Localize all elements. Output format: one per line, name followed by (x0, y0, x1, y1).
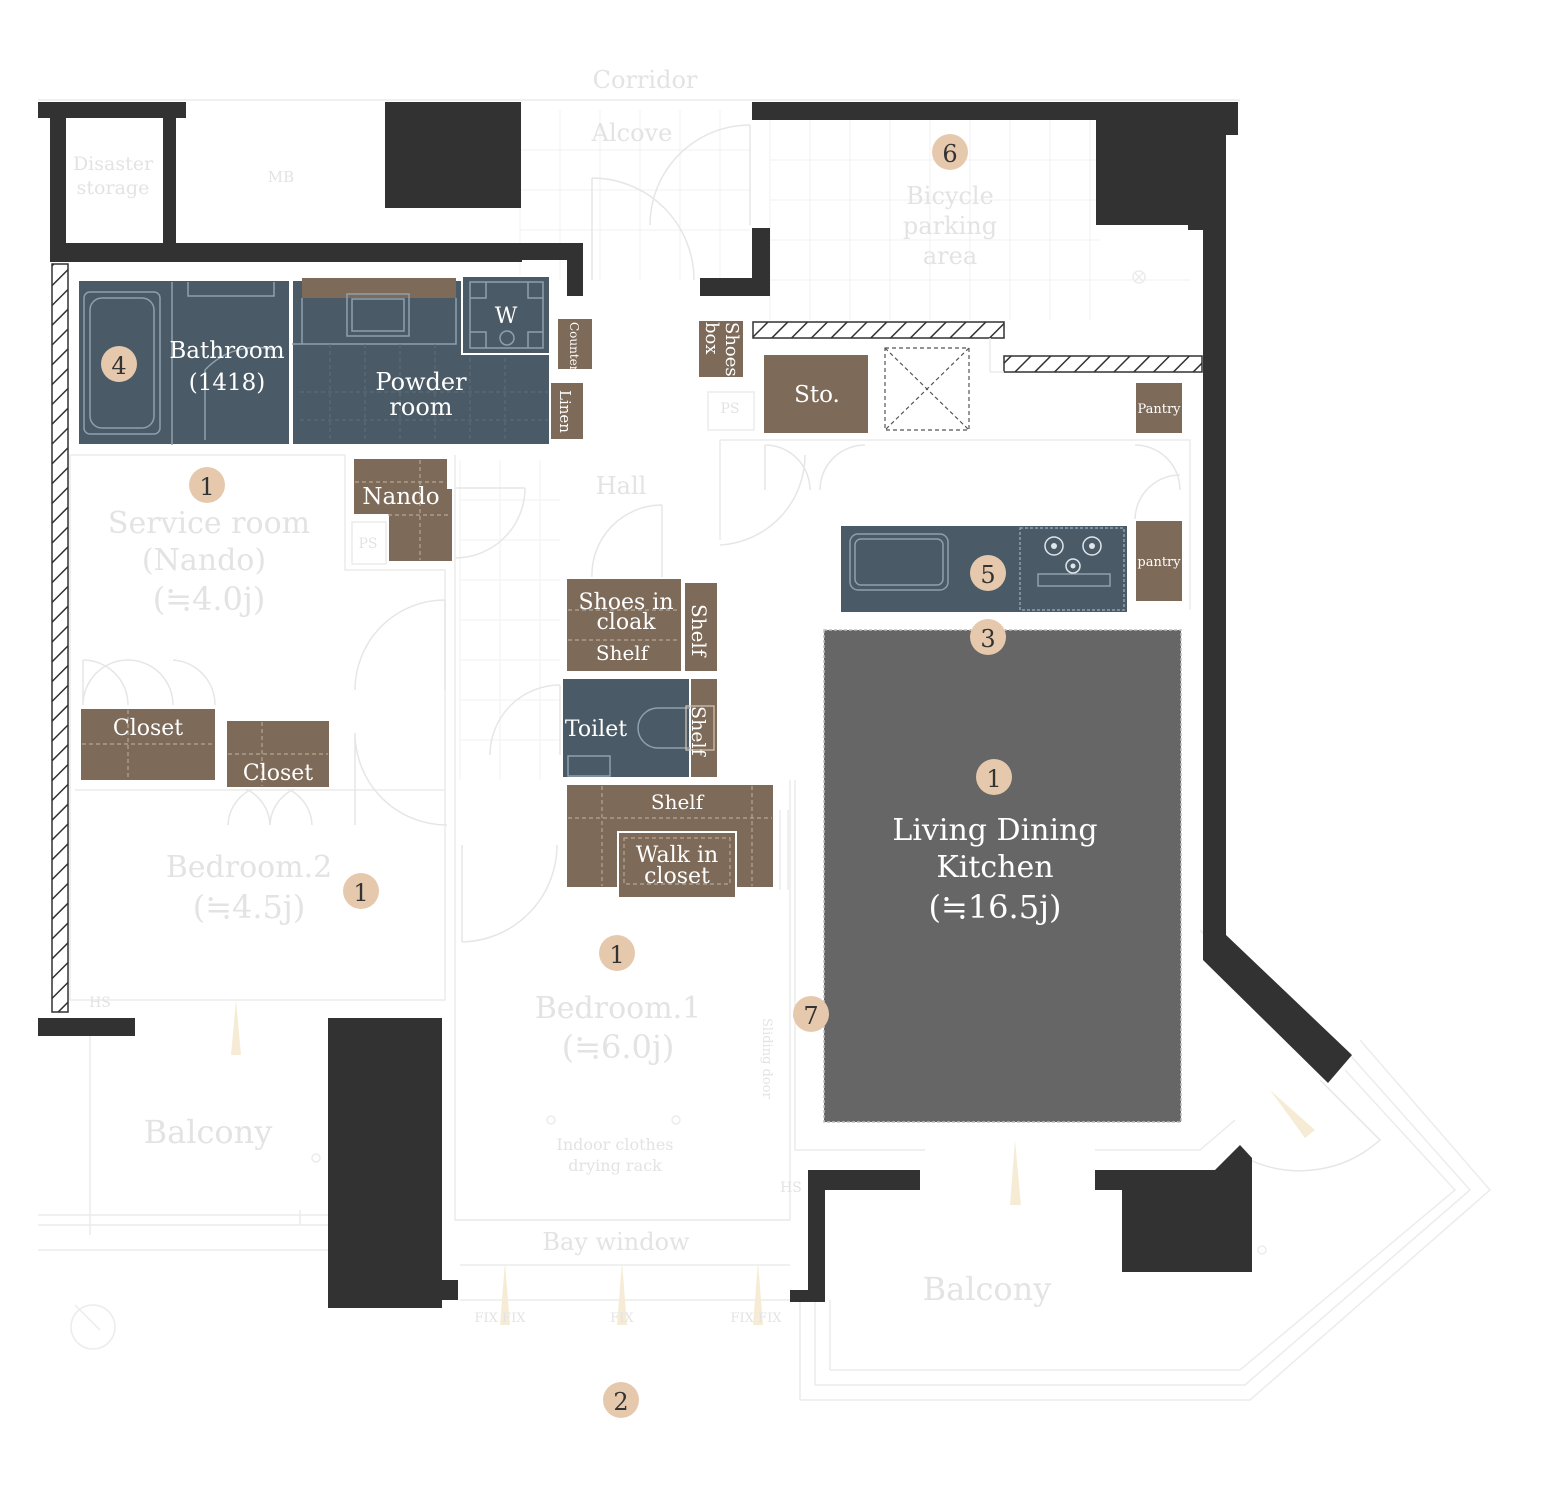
bathroom-label-2: (1418) (189, 370, 265, 396)
walls (38, 102, 1352, 1308)
balcony-label-right: Balcony (923, 1270, 1052, 1308)
badge-7: 7 (793, 996, 829, 1032)
shelf-label-cloak: Shelf (596, 641, 650, 665)
walk-in-closet-label-2: closet (644, 864, 710, 889)
svg-text:5: 5 (980, 561, 995, 589)
svg-text:4: 4 (111, 352, 126, 380)
faint-labels: Corridor Alcove Disaster storage MB Bicy… (73, 66, 1051, 1326)
nando-label: Nando (362, 484, 439, 510)
ps-label-nando: PS (358, 536, 377, 552)
fix-label-right: FIX FIX (731, 1311, 783, 1326)
ps-label-hall: PS (720, 401, 739, 417)
service-room-label-2: (Nando) (142, 543, 266, 578)
powder-room (291, 275, 551, 446)
bicycle-label-2: parking (903, 212, 997, 240)
bay-window-label: Bay window (542, 1228, 690, 1256)
svg-text:1: 1 (986, 765, 1001, 793)
shaft (351, 347, 970, 565)
mb-label: MB (268, 168, 294, 186)
bedroom2-label-1: Bedroom.2 (166, 850, 333, 885)
alcove-label: Alcove (591, 119, 673, 147)
ldk-label-2: Kitchen (936, 850, 1053, 885)
closet-label-left: Closet (113, 716, 183, 741)
shoes-box-label-2: box (701, 322, 722, 355)
toilet-label: Toilet (565, 717, 627, 742)
svg-text:6: 6 (942, 140, 957, 168)
badges: 1 1 1 1 2 3 4 5 (101, 134, 1012, 1418)
bedroom1-label-2: (≒6.0j) (562, 1028, 675, 1066)
sliding-door-label: Sliding door (759, 1018, 774, 1100)
shoes-box-label-1: Shoes (721, 322, 742, 377)
walk-in-closet-label-1: Walk in (636, 843, 718, 868)
service-room-label-3: (≒4.0j) (153, 580, 266, 618)
powder-room-label-1: Powder (375, 368, 467, 396)
balcony-label-left: Balcony (144, 1113, 273, 1151)
thin-outlines (38, 99, 1492, 1401)
washer-label: W (495, 304, 518, 329)
hall-label: Hall (596, 472, 647, 500)
closet-label-right: Closet (243, 761, 313, 786)
svg-text:7: 7 (803, 1002, 818, 1030)
badge-3: 3 (970, 619, 1006, 655)
indoor-rack-label-1: Indoor clothes (557, 1135, 674, 1154)
room-labels: Bathroom (1418) Powder room W Counter Li… (113, 304, 1181, 926)
shelf-label-toilet: Shelf (687, 706, 709, 758)
hs-label-right: HS (780, 1180, 802, 1196)
shelf-label-vertical: Shelf (687, 604, 711, 658)
svg-text:2: 2 (613, 1388, 628, 1416)
bathroom-label-1: Bathroom (169, 338, 284, 364)
counter-label: Counter (567, 322, 581, 372)
badge-2: 2 (603, 1382, 639, 1418)
powder-room-label-2: room (389, 393, 452, 421)
svg-text:1: 1 (199, 473, 214, 501)
bicycle-label-3: area (923, 242, 977, 270)
bicycle-label-1: Bicycle (906, 182, 994, 210)
shelf-label-wic: Shelf (651, 790, 705, 814)
badge-bedroom1: 1 (599, 935, 635, 971)
disaster-storage-label-2: storage (77, 177, 150, 199)
fix-label-center: FIX (610, 1311, 634, 1326)
door-swings (82, 124, 1382, 1172)
shoes-in-cloak-label-2: cloak (596, 610, 656, 635)
linen-label: Linen (556, 390, 574, 433)
disaster-storage-label-1: Disaster (73, 153, 154, 175)
ldk-area (823, 629, 1182, 1123)
svg-text:1: 1 (609, 941, 624, 969)
toilet-room (561, 677, 715, 779)
svg-text:3: 3 (980, 625, 995, 653)
shoes-in-cloak-label-1: Shoes in (579, 590, 674, 615)
storage-label: Sto. (794, 382, 840, 408)
indoor-rack-label-2: drying rack (568, 1156, 662, 1175)
pantry-lower-label: pantry (1137, 555, 1181, 570)
bedroom1-label-1: Bedroom.1 (535, 991, 702, 1026)
bedroom2-label-2: (≒4.5j) (193, 888, 306, 926)
badge-5: 5 (970, 555, 1006, 591)
badge-4: 4 (101, 346, 137, 382)
badge-service-room: 1 (189, 467, 225, 503)
hs-label-left: HS (89, 995, 111, 1011)
ldk-label-3: (≒16.5j) (929, 888, 1062, 926)
hatched-walls (51, 263, 1203, 1013)
badge-ldk: 1 (976, 759, 1012, 795)
service-room-label-1: Service room (108, 506, 310, 541)
window-light-rays (231, 1000, 1315, 1325)
fix-label-left: FIX FIX (475, 1311, 527, 1326)
badge-6: 6 (932, 134, 968, 170)
badge-bedroom2: 1 (343, 873, 379, 909)
svg-text:1: 1 (353, 879, 368, 907)
storage-blocks (79, 317, 1184, 899)
kitchen-counter (839, 524, 1129, 614)
stove-burners (1044, 536, 1102, 574)
pantry-upper-label: Pantry (1137, 402, 1181, 417)
corridor-label: Corridor (593, 66, 698, 94)
ldk-label-1: Living Dining (892, 813, 1097, 848)
floor-grid (459, 110, 1190, 780)
